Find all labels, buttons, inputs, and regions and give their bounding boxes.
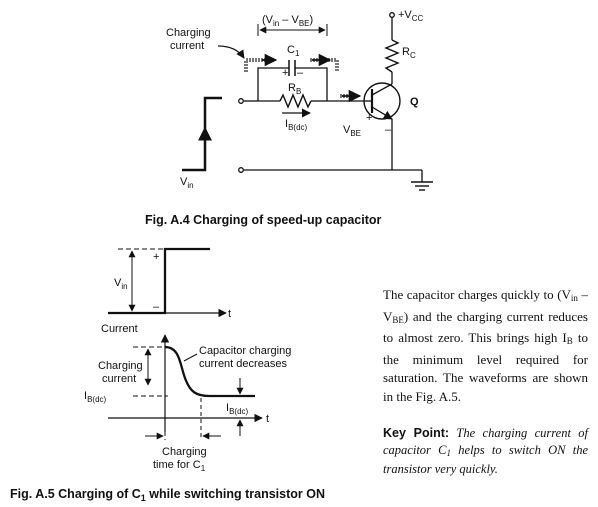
- fig-a5-waveforms: [108, 247, 263, 440]
- ibdc-left-label: IB(dc): [84, 390, 107, 404]
- key-point-label: Key Point:: [383, 426, 450, 440]
- cap-charging-label-1: Capacitor charging: [199, 345, 291, 357]
- c1-minus: –: [297, 67, 304, 79]
- charging-path-left: [244, 58, 274, 72]
- emitter-minus: –: [385, 124, 392, 136]
- fig-a4-circuit: [182, 12, 433, 191]
- charging-current-pointer: [217, 45, 245, 59]
- input-terminal-bottom: [238, 167, 244, 173]
- vin-waveform: [108, 247, 210, 315]
- fig-a5-caption: Fig. A.5 Charging of C1 while switching …: [10, 487, 325, 503]
- t-label-bottom: t: [266, 413, 269, 425]
- input-terminal-top: [238, 98, 244, 104]
- explanation-paragraph: The capacitor charges quickly to (Vin – …: [383, 287, 588, 404]
- rc-resistor: [384, 39, 400, 73]
- vin-label: Vin: [180, 176, 194, 190]
- t-label-top: t: [228, 308, 231, 320]
- charging-current-label-1: Charging: [98, 360, 143, 372]
- charging-current-label-line1: Charging: [166, 27, 211, 39]
- c1-label: C1: [287, 44, 300, 58]
- key-point: Key Point: The charging current of capac…: [383, 426, 589, 476]
- vcc-label: +VCC: [398, 9, 424, 23]
- rb-resistor: [279, 93, 312, 109]
- fig-a4-caption: Fig. A.4 Charging of speed-up capacitor: [145, 213, 382, 227]
- vin-minus: –: [153, 301, 160, 313]
- base-plus: +: [366, 112, 372, 124]
- charging-path-right: [310, 58, 339, 72]
- fig-a5-vin-label: Vin: [114, 277, 128, 291]
- c1-plus: +: [282, 67, 288, 79]
- rc-label: RC: [402, 46, 416, 60]
- vin-plus: +: [153, 251, 159, 263]
- ib-label: IB(dc): [285, 118, 308, 132]
- ibdc-right-label: IB(dc): [226, 402, 249, 416]
- charging-current-label-2: current: [102, 373, 136, 385]
- current-label: Current: [101, 323, 138, 335]
- ground-symbol: [411, 181, 433, 191]
- vin-step-waveform: [182, 96, 222, 172]
- vin-minus-vbe-label: (Vin – VBE): [262, 14, 313, 28]
- c1-branch-wire: [257, 67, 289, 101]
- rb-label: RB: [288, 82, 301, 96]
- vcc-terminal: [389, 12, 395, 18]
- vbe-label: VBE: [343, 124, 361, 138]
- current-waveform: [164, 345, 255, 398]
- cap-charging-label-2: current decreases: [199, 358, 288, 370]
- charging-time-label-2: time for C1: [153, 459, 206, 473]
- charging-time-label-1: Charging: [162, 446, 207, 458]
- charging-current-label-line2: current: [170, 40, 204, 52]
- q-label: Q: [410, 96, 419, 108]
